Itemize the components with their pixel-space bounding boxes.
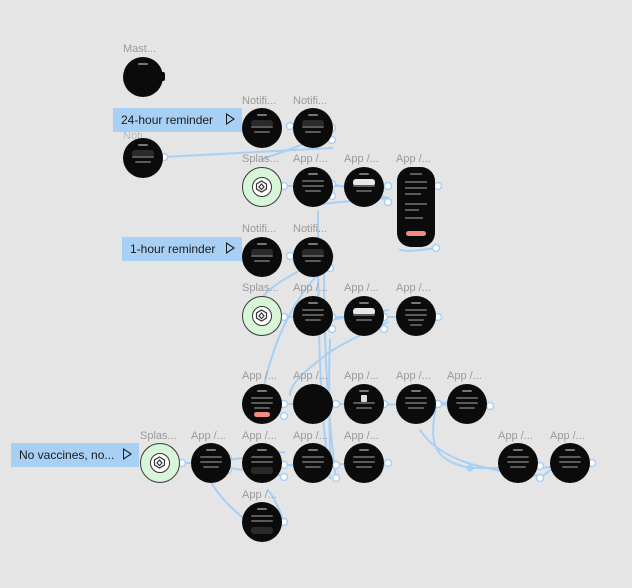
flow-label: No vaccines, no... <box>19 448 115 462</box>
frame-label: App /... <box>550 430 585 442</box>
app-frame[interactable] <box>242 502 282 542</box>
frame-label: Mast... <box>123 43 157 55</box>
flow-start-24-hour-reminder[interactable]: 24-hour reminder <box>113 108 242 132</box>
frame-label: Notifi... <box>293 223 328 235</box>
frame-label: App /... <box>396 153 431 165</box>
notification-frame[interactable] <box>242 237 282 277</box>
frame-label: App /... <box>396 282 431 294</box>
app-frame[interactable] <box>396 296 436 336</box>
app-frame[interactable] <box>293 296 333 336</box>
play-icon <box>226 113 235 125</box>
frame-label: App /... <box>293 430 328 442</box>
app-frame[interactable] <box>293 384 333 424</box>
app-frame[interactable] <box>293 443 333 483</box>
flow-label: 24-hour reminder <box>121 113 214 127</box>
frame-label: App /... <box>242 430 277 442</box>
frame-label: App /... <box>498 430 533 442</box>
frame-label: App /... <box>242 370 277 382</box>
frame-label: App /... <box>344 370 379 382</box>
frame-label: Notifi... <box>242 95 277 107</box>
frame-label: Notifi... <box>293 95 328 107</box>
frame-label: App /... <box>293 153 328 165</box>
app-frame-scroll[interactable] <box>397 167 435 247</box>
frame-label: App /... <box>242 489 277 501</box>
flow-start-1-hour-reminder[interactable]: 1-hour reminder <box>122 237 242 261</box>
app-frame[interactable] <box>344 296 384 336</box>
app-frame[interactable] <box>242 443 282 483</box>
frame-label: App /... <box>344 282 379 294</box>
play-icon <box>226 242 235 254</box>
flow-label: 1-hour reminder <box>130 242 216 256</box>
master-frame-notch <box>160 72 165 81</box>
app-frame[interactable] <box>191 443 231 483</box>
app-frame[interactable] <box>293 167 333 207</box>
frame-label: App /... <box>293 370 328 382</box>
frame-label: App /... <box>447 370 482 382</box>
play-icon <box>123 448 132 460</box>
frame-label: Notifi... <box>242 223 277 235</box>
app-frame[interactable] <box>396 384 436 424</box>
app-frame[interactable] <box>550 443 590 483</box>
frame-label: App /... <box>396 370 431 382</box>
notification-frame[interactable] <box>293 108 333 148</box>
notification-frame[interactable] <box>242 108 282 148</box>
frame-label: Splas... <box>140 430 177 442</box>
app-frame[interactable] <box>344 167 384 207</box>
frame-label: App /... <box>344 430 379 442</box>
master-frame[interactable] <box>123 57 163 97</box>
app-frame[interactable] <box>344 384 384 424</box>
splash-frame[interactable] <box>140 443 180 483</box>
splash-frame[interactable] <box>242 167 282 207</box>
frame-label: App /... <box>191 430 226 442</box>
app-frame[interactable] <box>498 443 538 483</box>
shield-logo-icon <box>150 453 170 473</box>
shield-logo-icon <box>252 177 272 197</box>
app-frame[interactable] <box>344 443 384 483</box>
shield-logo-icon <box>252 306 272 326</box>
frame-label: Splas... <box>242 153 279 165</box>
app-frame[interactable] <box>242 384 282 424</box>
document-icon <box>361 395 367 402</box>
frame-label: App /... <box>344 153 379 165</box>
splash-frame[interactable] <box>242 296 282 336</box>
notification-frame[interactable] <box>123 138 163 178</box>
app-frame[interactable] <box>447 384 487 424</box>
flow-start-no-vaccines[interactable]: No vaccines, no... <box>11 443 139 467</box>
frame-label: App /... <box>293 282 328 294</box>
notification-frame[interactable] <box>293 237 333 277</box>
frame-label: Splas... <box>242 282 279 294</box>
